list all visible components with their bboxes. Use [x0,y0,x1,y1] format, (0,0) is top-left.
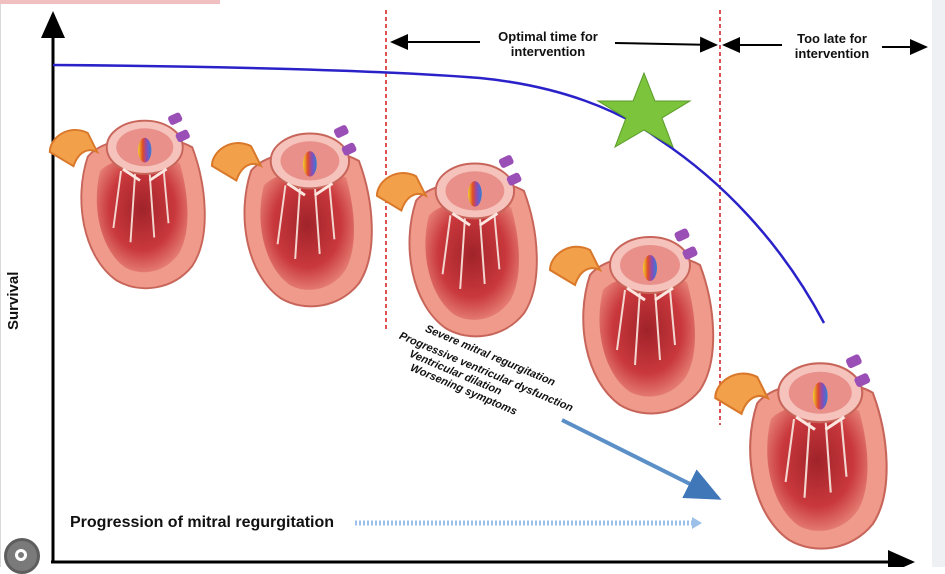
too-late-label: Too late for intervention [772,31,892,61]
heart-stage-5 [715,353,886,548]
trend-arrow [562,420,718,498]
y-axis-label: Survival [5,272,22,330]
heart-stage-1 [50,112,205,289]
progression-arrowhead [692,517,702,529]
heart-stage-3 [377,154,537,336]
star-icon [598,73,690,147]
camera-lens-icon[interactable] [4,538,40,574]
heart-stage-2 [212,124,372,306]
heart-stage-4 [550,228,713,414]
optimal-right-arrow [615,43,716,45]
optimal-time-label: Optimal time for intervention [478,29,618,59]
progression-label: Progression of mitral regurgitation [70,514,334,532]
